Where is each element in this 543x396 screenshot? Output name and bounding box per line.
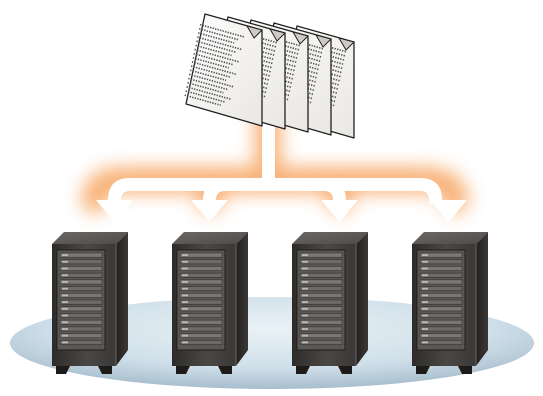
server-tower-icon [172,232,248,374]
server-group [52,232,488,374]
arrow-head-4 [430,200,467,222]
arrow-branch-left [203,180,262,204]
arrow-branch-right [275,180,346,204]
document-stack-icon [184,13,355,139]
arrow-head-3 [321,200,358,222]
server-tower-icon [412,232,488,374]
arrow-head-1 [96,200,133,222]
arrow-head-2 [191,200,228,222]
server-tower-icon [292,232,368,374]
arrow-trunk [262,118,275,184]
server-tower-icon [52,232,128,374]
server-platform [10,297,534,389]
distribution-arrow-icon [96,118,467,222]
document-page-1 [184,13,263,127]
